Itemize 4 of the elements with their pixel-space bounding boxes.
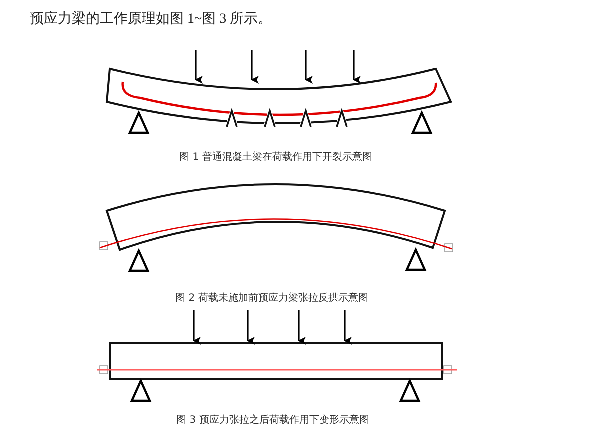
figure-caption: 图 3 预应力张拉之后荷载作用下变形示意图	[176, 414, 370, 427]
figure-caption: 图 2 荷载未施加前预应力梁张拉反拱示意图	[176, 292, 368, 305]
intro-text: 预应力梁的工作原理如图 1~图 3 所示。	[30, 10, 272, 28]
figure-caption: 图 1 普通混凝土梁在荷载作用下开裂示意图	[180, 150, 372, 164]
